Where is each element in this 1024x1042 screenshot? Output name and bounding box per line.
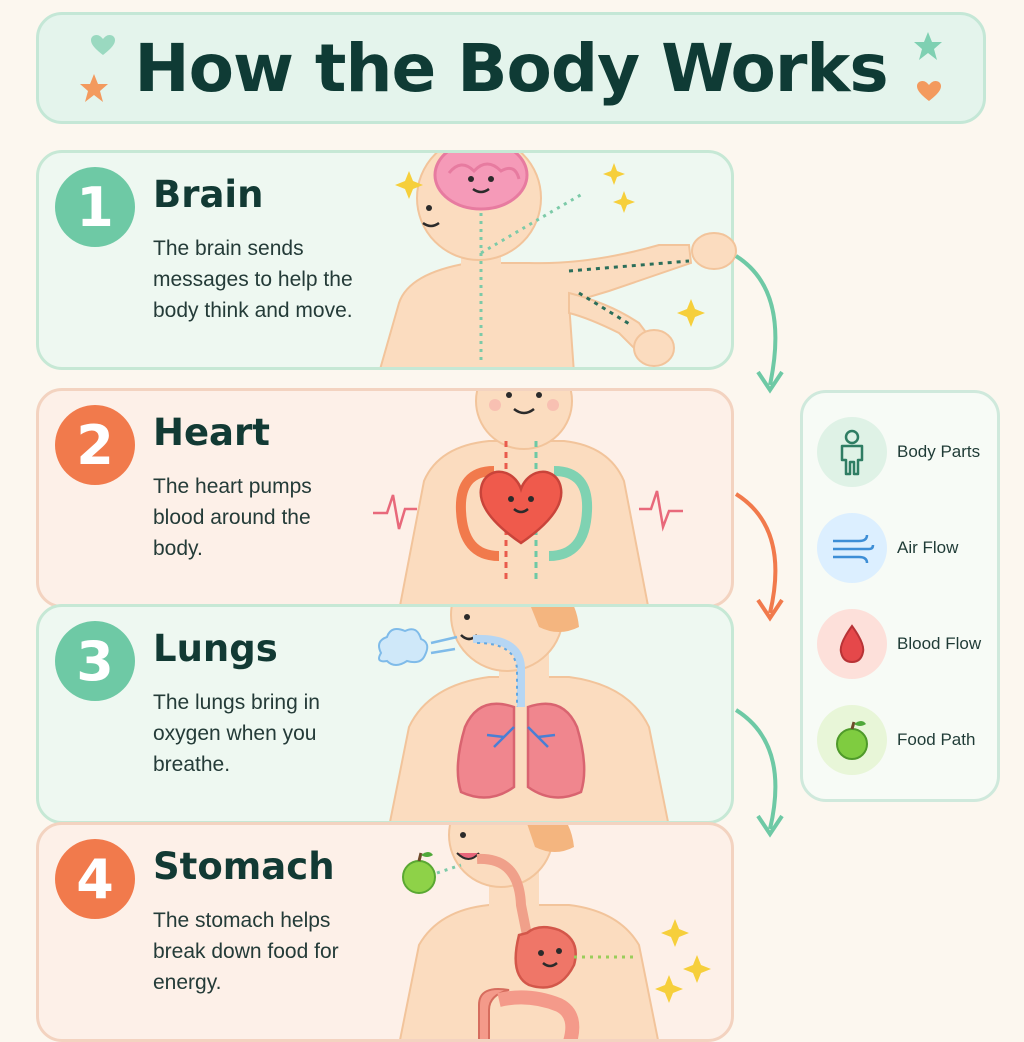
step-description: The brain sends messages to help the bod… — [153, 237, 353, 322]
step-description: The heart pumps blood around the body. — [153, 475, 312, 560]
legend-label: Body Parts — [897, 442, 981, 461]
blood-drop-icon — [817, 609, 887, 679]
step-card-brain: 1 Brain The brain sends messages to help… — [36, 150, 737, 370]
flow-arrow-1-to-2 — [734, 254, 784, 394]
step-title: Stomach — [153, 845, 335, 888]
star-decoration-icon — [80, 74, 108, 102]
step-title: Brain — [153, 173, 264, 216]
header-banner: How the Body Works — [36, 12, 986, 124]
legend-panel: Body Parts Air Flow Blood Flow Food — [800, 390, 1000, 802]
step-number-badge: 2 — [55, 405, 135, 485]
step-description: The lungs bring in oxygen when you breat… — [153, 691, 320, 776]
lungs-illustration — [369, 607, 737, 821]
step-title: Lungs — [153, 627, 278, 670]
legend-item-food-path: Food Path — [817, 705, 997, 775]
legend-label: Food Path — [897, 730, 976, 749]
flow-arrow-3-to-4 — [734, 708, 784, 838]
star-decoration-icon — [914, 32, 942, 60]
legend-item-air-flow: Air Flow — [817, 513, 997, 583]
wind-icon — [817, 513, 887, 583]
step-number-badge: 3 — [55, 621, 135, 701]
step-title: Heart — [153, 411, 270, 454]
legend-label: Blood Flow — [897, 634, 982, 653]
step-card-lungs: 3 Lungs The lungs bring in oxygen when y… — [36, 604, 734, 824]
brain-illustration — [369, 153, 737, 367]
heart-illustration — [369, 391, 737, 605]
step-description: The stomach helps break down food for en… — [153, 909, 339, 994]
apple-icon — [817, 705, 887, 775]
stomach-illustration — [369, 825, 737, 1039]
step-card-heart: 2 Heart The heart pumps blood around the… — [36, 388, 734, 608]
legend-item-blood-flow: Blood Flow — [817, 609, 997, 679]
heart-decoration-icon — [91, 35, 115, 55]
step-number-badge: 1 — [55, 167, 135, 247]
flow-arrow-2-to-3 — [734, 492, 784, 622]
legend-label: Air Flow — [897, 538, 959, 557]
page-title: How the Body Works — [134, 29, 888, 107]
step-card-stomach: 4 Stomach The stomach helps break down f… — [36, 822, 734, 1042]
person-outline-icon — [817, 417, 887, 487]
step-number-badge: 4 — [55, 839, 135, 919]
heart-decoration-icon — [917, 81, 941, 101]
legend-item-body-parts: Body Parts — [817, 417, 997, 487]
